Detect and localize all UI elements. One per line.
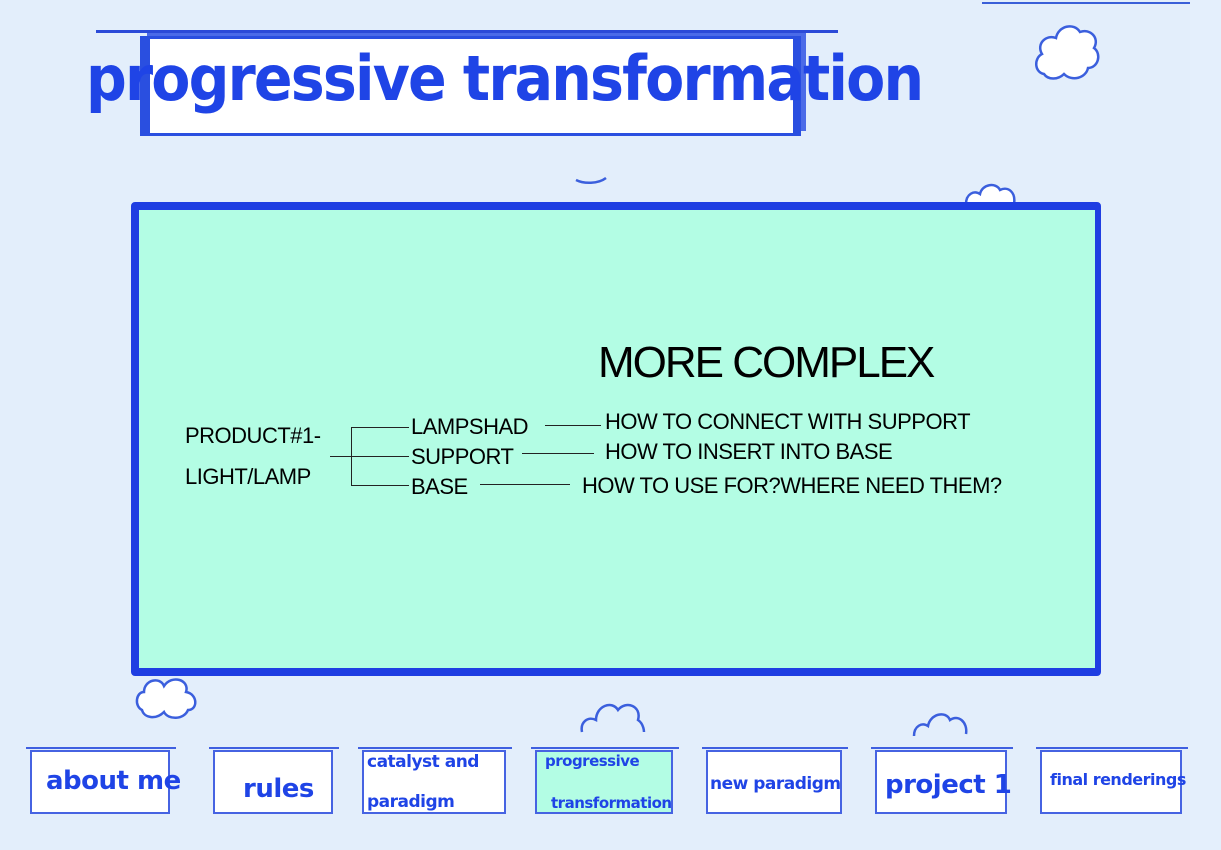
nav-label: paradigm [367, 792, 455, 812]
nav-label: progressive [545, 752, 640, 770]
nav-top-stroke [531, 747, 679, 749]
nav-rules-button[interactable]: rules [209, 747, 339, 814]
nav-label: new paradigm [710, 774, 841, 794]
panel-heading: MORE COMPLEX [598, 338, 935, 387]
decorative-line [982, 2, 1190, 4]
nav-project1-button[interactable]: project 1 [871, 747, 1013, 814]
nav-top-stroke [209, 747, 339, 749]
part-label: LAMPSHAD [411, 414, 529, 439]
content-panel [131, 202, 1101, 676]
part-question: HOW TO CONNECT WITH SUPPORT [605, 409, 971, 434]
title-right-stroke [793, 36, 799, 134]
nav-final-renderings-button[interactable]: final renderings [1036, 747, 1188, 814]
part-label: BASE [411, 474, 468, 499]
cloud-icon [1035, 25, 1100, 80]
connector-line [351, 427, 409, 428]
title-top-stroke [96, 30, 838, 33]
cloud-icon [580, 703, 646, 733]
nav-progressive-button[interactable]: progressive transformation [531, 747, 679, 814]
nav-catalyst-button[interactable]: catalyst and paradigm [358, 747, 512, 814]
nav-label: transformation [551, 794, 672, 812]
product-label-line1: PRODUCT#1- [185, 423, 321, 448]
title-frame [140, 36, 801, 136]
connector-line [522, 453, 594, 454]
page-title: progressive transformation [86, 42, 924, 115]
cloud-icon [575, 176, 607, 184]
cloud-icon [964, 183, 1016, 204]
connector-line [545, 425, 601, 426]
nav-label: about me [46, 766, 181, 796]
nav-label: catalyst and [367, 752, 479, 772]
nav-top-stroke [871, 747, 1013, 749]
cloud-icon [912, 713, 968, 737]
nav-label: final renderings [1050, 770, 1186, 789]
nav-top-stroke [26, 747, 176, 749]
nav-about-me-button[interactable]: about me [26, 747, 181, 814]
cloud-icon [135, 678, 197, 719]
part-label: SUPPORT [411, 444, 514, 469]
nav-top-stroke [702, 747, 848, 749]
part-question: HOW TO USE FOR?WHERE NEED THEM? [582, 473, 1002, 498]
nav-new-paradigm-button[interactable]: new paradigm [702, 747, 848, 814]
nav-top-stroke [358, 747, 512, 749]
connector-line [330, 456, 352, 457]
product-label-line2: LIGHT/LAMP [185, 464, 311, 489]
connector-line [351, 456, 409, 457]
connector-line [480, 484, 570, 485]
nav-label: project 1 [885, 770, 1012, 800]
nav-top-stroke [1036, 747, 1188, 749]
part-question: HOW TO INSERT INTO BASE [605, 439, 893, 464]
connector-line [351, 485, 409, 486]
nav-label: rules [243, 774, 314, 804]
